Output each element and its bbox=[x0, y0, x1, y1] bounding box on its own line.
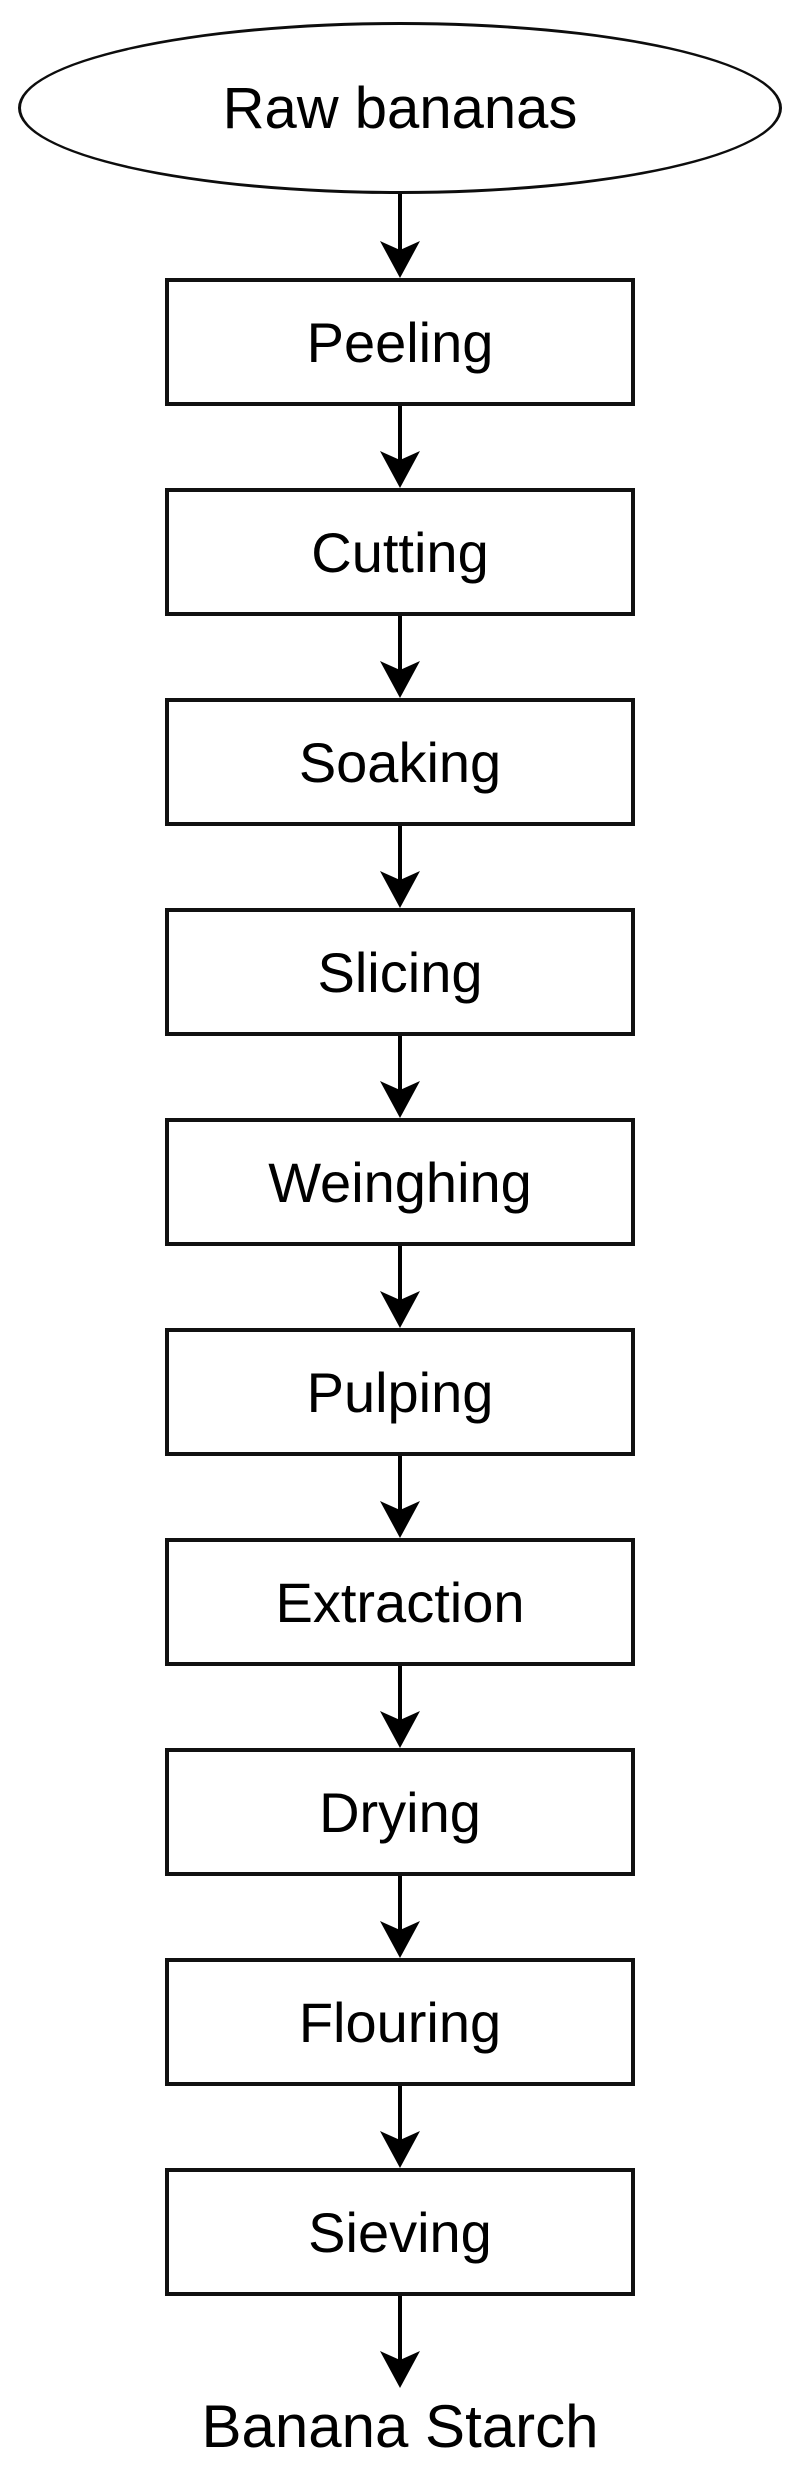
process-box-label: Cutting bbox=[311, 520, 489, 584]
start-node-label: Raw bananas bbox=[222, 75, 578, 141]
arrow-down-icon bbox=[380, 2086, 420, 2168]
arrow-down-icon bbox=[380, 616, 420, 698]
process-box-weinghing: Weinghing bbox=[165, 1118, 635, 1246]
process-box-soaking: Soaking bbox=[165, 698, 635, 826]
process-box-slicing: Slicing bbox=[165, 908, 635, 1036]
process-box-peeling: Peeling bbox=[165, 278, 635, 406]
process-box-flouring: Flouring bbox=[165, 1958, 635, 2086]
arrow-down-icon bbox=[380, 826, 420, 908]
arrow-down-icon bbox=[380, 2296, 420, 2388]
process-box-label: Extraction bbox=[275, 1570, 525, 1634]
process-box-label: Weinghing bbox=[268, 1150, 532, 1214]
process-box-pulping: Pulping bbox=[165, 1328, 635, 1456]
process-box-extraction: Extraction bbox=[165, 1538, 635, 1666]
end-node-banana-starch: Banana Starch bbox=[202, 2392, 599, 2461]
start-node-raw-bananas: Raw bananas bbox=[18, 22, 782, 194]
process-box-label: Soaking bbox=[298, 730, 502, 794]
arrow-down-icon bbox=[380, 1876, 420, 1958]
arrow-down-icon bbox=[380, 194, 420, 278]
process-box-label: Pulping bbox=[306, 1360, 494, 1424]
process-box-drying: Drying bbox=[165, 1748, 635, 1876]
process-box-label: Slicing bbox=[317, 940, 483, 1004]
end-node-label: Banana Starch bbox=[201, 2393, 599, 2460]
process-box-label: Peeling bbox=[306, 310, 494, 374]
process-box-sieving: Sieving bbox=[165, 2168, 635, 2296]
process-box-label: Sieving bbox=[308, 2200, 492, 2264]
process-box-label: Flouring bbox=[298, 1990, 502, 2054]
process-box-label: Drying bbox=[319, 1780, 481, 1844]
arrow-down-icon bbox=[380, 1666, 420, 1748]
arrow-down-icon bbox=[380, 406, 420, 488]
process-box-cutting: Cutting bbox=[165, 488, 635, 616]
arrow-down-icon bbox=[380, 1456, 420, 1538]
arrow-down-icon bbox=[380, 1036, 420, 1118]
arrow-down-icon bbox=[380, 1246, 420, 1328]
